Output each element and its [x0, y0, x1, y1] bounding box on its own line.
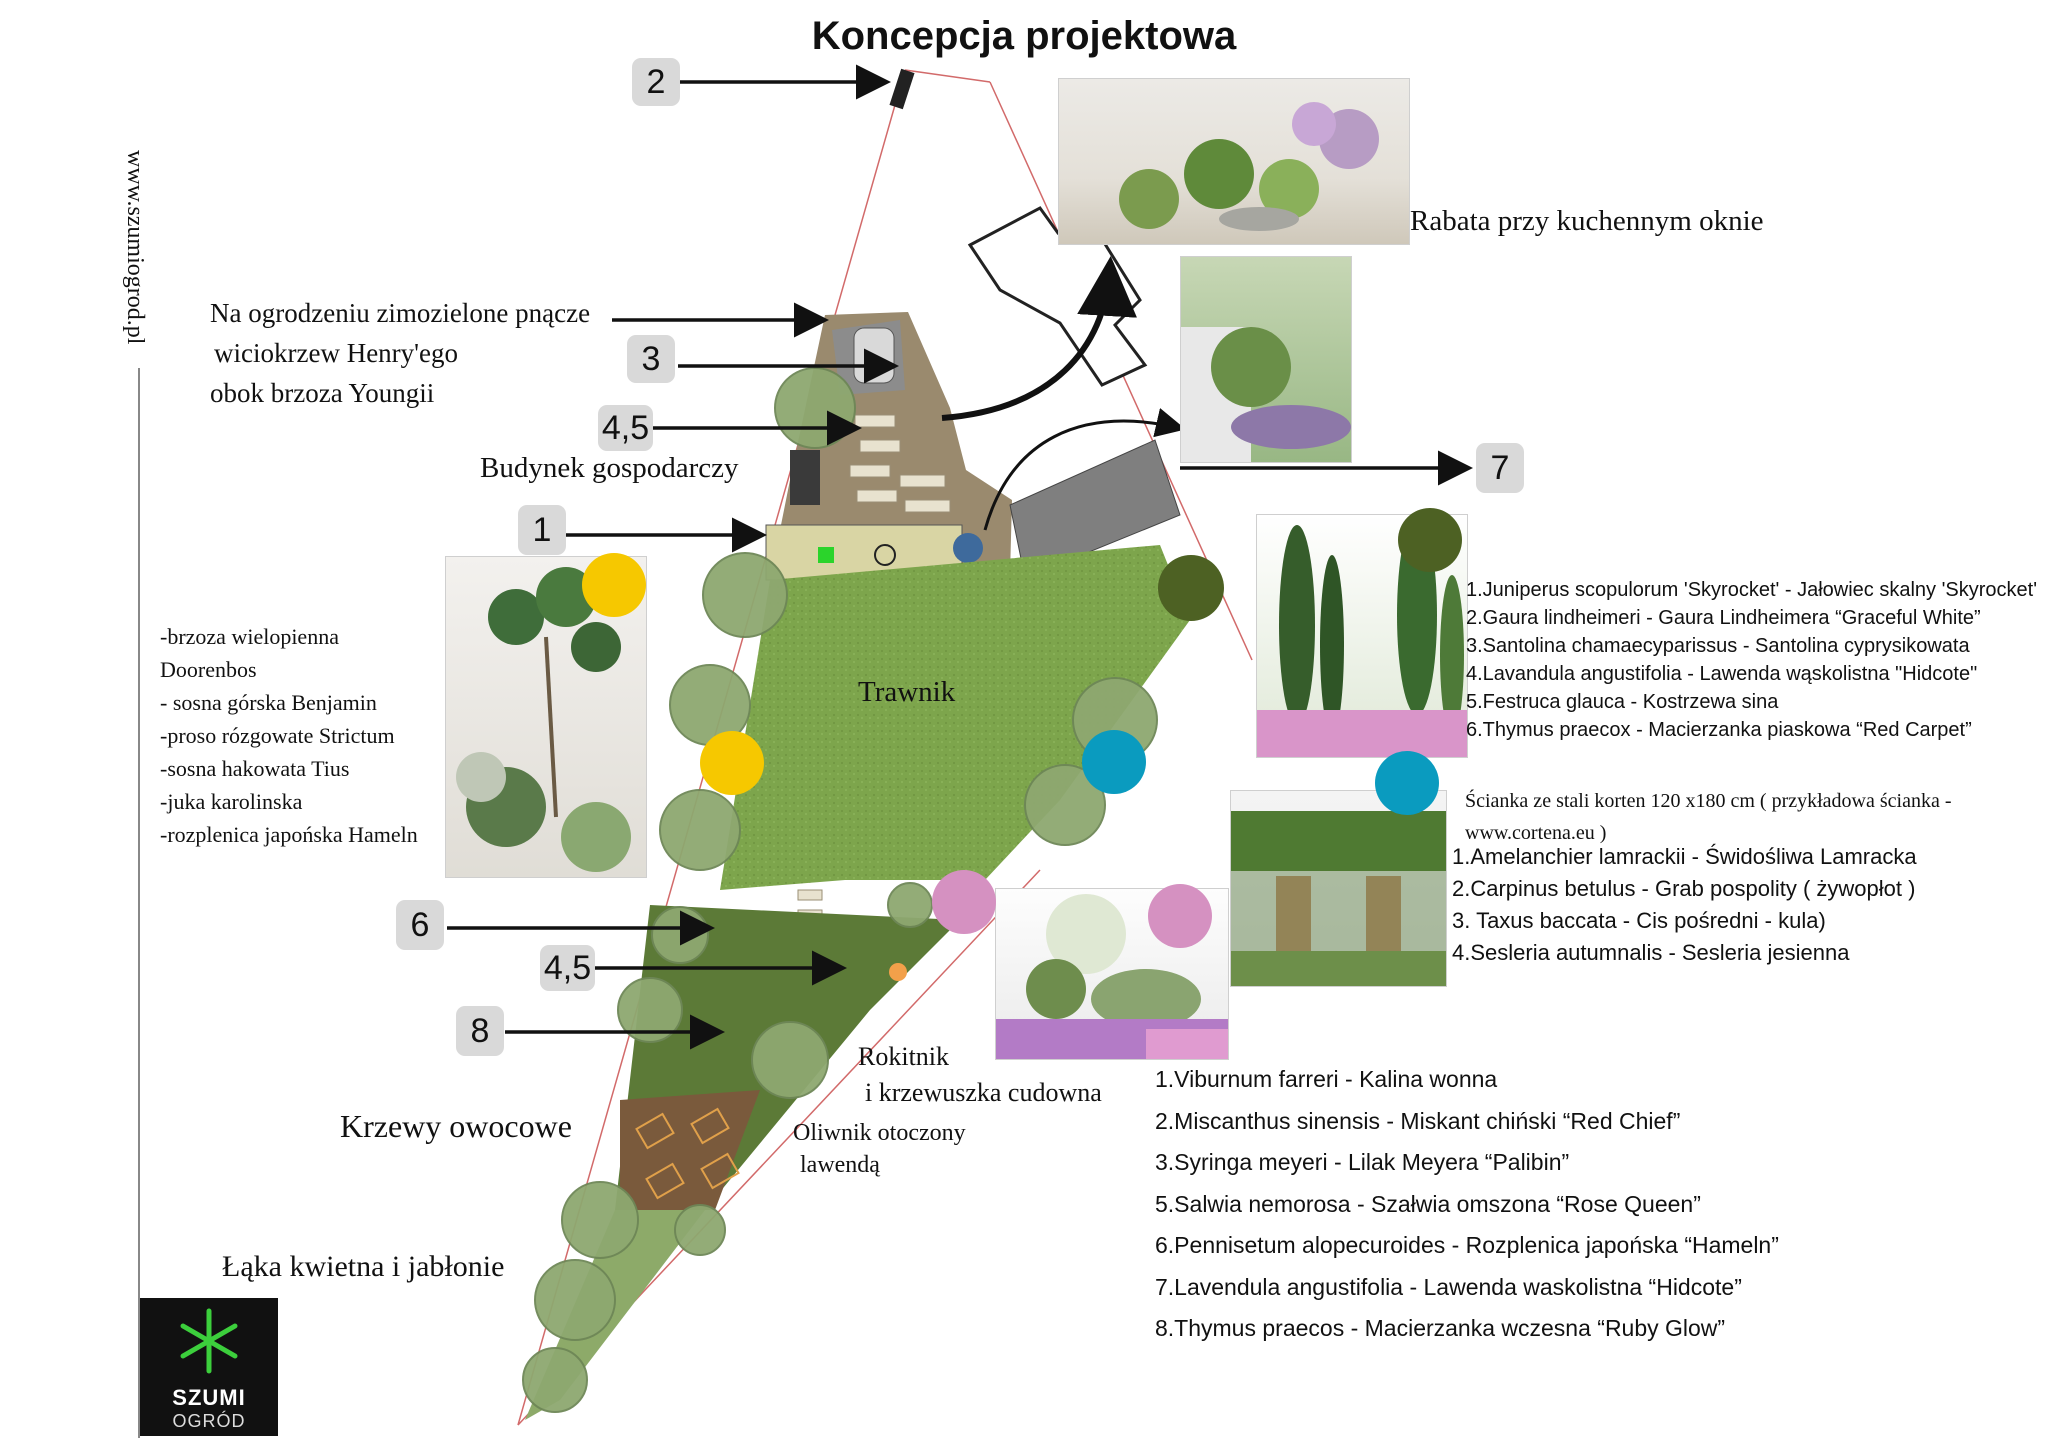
yellow-item: Doorenbos	[160, 657, 257, 682]
badge-3: 3	[627, 335, 675, 383]
pink-item: 8.Thymus praecos - Macierzanka wczesna “…	[1155, 1315, 1726, 1341]
blue-item: 4.Sesleria autumnalis - Sesleria jesienn…	[1452, 940, 1850, 965]
yellow-item: -sosna hakowata Tius	[160, 756, 350, 781]
badge-4-5-upper: 4,5	[598, 405, 653, 451]
pink-dot-2	[1148, 884, 1212, 948]
fruit-shrubs-label: Krzewy owocowe	[340, 1108, 572, 1144]
blue-item: 2.Carpinus betulus - Grab pospolity ( ży…	[1452, 876, 1916, 901]
badge-6: 6	[396, 900, 444, 950]
pink-item: 5.Salwia nemorosa - Szałwia omszona “Ros…	[1155, 1190, 1701, 1217]
fence-note-line1: Na ogrodzeniu zimozielone pnącze	[210, 298, 591, 328]
green-marker	[818, 547, 834, 563]
lawn-label: Trawnik	[858, 676, 956, 708]
house-outline	[967, 206, 1148, 387]
water-feature	[953, 533, 983, 563]
szumi-logo: SZUMI OGRÓD	[140, 1298, 278, 1436]
shed-block	[790, 450, 820, 505]
pink-group-photo	[995, 888, 1229, 1060]
green-group-photo	[1256, 514, 1468, 758]
green-item: 3.Santolina chamaecyparissus - Santolina…	[1466, 635, 1970, 657]
blue-item: 3. Taxus baccata - Cis pośredni - kula)	[1452, 908, 1826, 933]
blue-plant-list: 1.Amelanchier lamrackii - Świdośliwa Lam…	[1452, 846, 1917, 974]
divider-line	[138, 368, 140, 1438]
pink-dot-1	[932, 870, 996, 934]
yellow-item: -rozplenica japońska Hameln	[160, 822, 418, 847]
rokitnik-label-2: i krzewuszka cudowna	[865, 1078, 1102, 1107]
kitchen-bed-label: Rabata przy kuchennym oknie	[1410, 205, 1764, 237]
olive-tree-marker	[889, 963, 907, 981]
blue-group-photo	[1230, 790, 1447, 987]
terrace	[1009, 439, 1181, 579]
pink-plant-list: 1.Viburnum farreri - Kalina wonna 2.Misc…	[1155, 1068, 1779, 1359]
pink-item: 1.Viburnum farreri - Kalina wonna	[1155, 1066, 1498, 1092]
yellow-dot-1	[582, 553, 646, 617]
teal-dot-1	[1082, 730, 1146, 794]
lawn	[720, 545, 1190, 890]
yellow-dot-2	[700, 731, 764, 795]
olive-dot-2	[1398, 508, 1462, 572]
yellow-item: -proso rózgowate Strictum	[160, 723, 395, 748]
yellow-item: -brzoza wielopienna	[160, 624, 339, 649]
green-item: 2.Gaura lindheimeri - Gaura Lindheimera …	[1466, 607, 1981, 629]
badge-2: 2	[632, 58, 680, 106]
car-icon	[853, 327, 895, 384]
garden-photo-2	[1180, 256, 1352, 463]
olive-label-1: Oliwnik otoczony	[793, 1120, 966, 1146]
rokitnik-label-1: Rokitnik	[858, 1042, 950, 1071]
fence-note-line3: obok brzoza Youngii	[210, 378, 435, 408]
fence-note-line2: wiciokrzew Henry'ego	[214, 338, 459, 368]
green-item: 1.Juniperus scopulorum 'Skyrocket' - Jał…	[1466, 579, 2038, 601]
green-item: 5.Festruca glauca - Kostrzewa sina	[1466, 691, 1779, 713]
green-plant-list: 1.Juniperus scopulorum 'Skyrocket' - Jał…	[1466, 580, 2037, 748]
yellow-group-photo	[445, 556, 647, 878]
pink-item: 7.Lavendula angustifolia - Lawenda wasko…	[1155, 1273, 1742, 1300]
meadow-label: Łąka kwietna i jabłonie	[222, 1250, 505, 1283]
logo-text-bottom: OGRÓD	[172, 1411, 246, 1431]
stepping-stones	[849, 414, 951, 513]
corten-note-line2: www.cortena.eu )	[1465, 822, 1607, 844]
teal-dot-2	[1375, 751, 1439, 815]
page-title: Koncepcja projektowa	[811, 14, 1237, 58]
blue-item: 1.Amelanchier lamrackii - Świdośliwa Lam…	[1452, 844, 1917, 869]
green-item: 6.Thymus praecox - Macierzanka piaskowa …	[1466, 719, 1972, 741]
pink-item: 6.Pennisetum alopecuroides - Rozplenica …	[1155, 1232, 1779, 1258]
pink-item: 3.Syringa meyeri - Lilak Meyera “Palibin…	[1155, 1149, 1570, 1175]
badge-7: 7	[1476, 443, 1524, 493]
pink-item: 2.Miscanthus sinensis - Miskant chiński …	[1155, 1107, 1681, 1134]
arrows	[447, 64, 1473, 1050]
badge-4-5-lower: 4,5	[540, 945, 595, 991]
logo-text-top: SZUMI	[172, 1385, 246, 1410]
yellow-plant-list: -brzoza wielopienna Doorenbos - sosna gó…	[160, 626, 418, 857]
yellow-item: - sosna górska Benjamin	[160, 690, 377, 715]
badge-1: 1	[518, 505, 566, 555]
green-item: 4.Lavandula angustifolia - Lawenda wąsko…	[1466, 663, 1978, 685]
olive-dot-1	[1158, 555, 1224, 621]
yellow-item: -juka karolinska	[160, 789, 303, 814]
trees	[522, 367, 1158, 1413]
snowflake-icon	[180, 1308, 238, 1374]
badge-8: 8	[456, 1006, 504, 1056]
olive-label-2: lawendą	[800, 1152, 880, 1178]
corten-note-line1: Ścianka ze stali korten 120 x180 cm ( pr…	[1465, 790, 1952, 812]
kitchen-bed-photo	[1058, 78, 1410, 245]
shed-label: Budynek gospodarczy	[480, 452, 739, 484]
